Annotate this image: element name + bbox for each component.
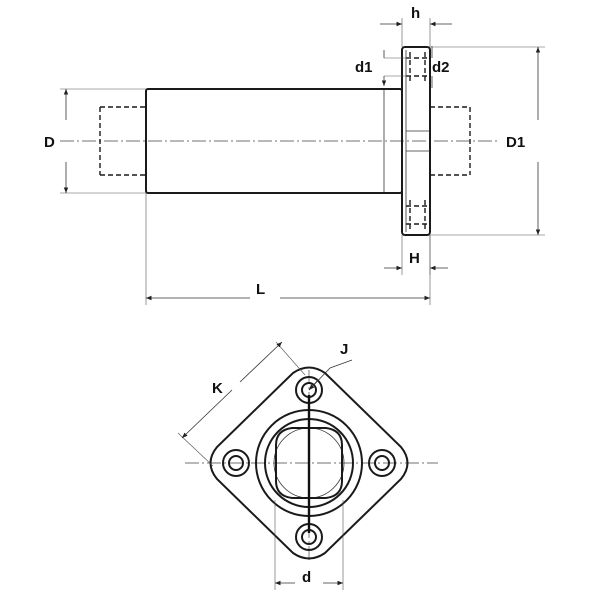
dim-H: H: [384, 235, 448, 275]
label-D1: D1: [506, 134, 525, 151]
bore-outline: [275, 427, 343, 499]
dim-J: J: [308, 341, 353, 391]
label-D: D: [44, 134, 55, 151]
dim-K: K: [177, 341, 306, 467]
label-K: K: [212, 380, 223, 397]
dim-d1: d1: [355, 50, 410, 86]
flange: [401, 46, 431, 236]
dim-D1: D1: [430, 46, 545, 236]
front-view: J K d: [177, 341, 438, 590]
dim-D: D: [44, 88, 146, 194]
shaft-right: [430, 106, 471, 176]
label-L: L: [256, 281, 265, 298]
mounting-hole-left: [222, 449, 250, 477]
dim-L: L: [145, 193, 431, 305]
label-J: J: [340, 341, 348, 358]
label-d1: d1: [355, 59, 373, 76]
label-d: d: [302, 569, 311, 586]
shaft-left: [99, 106, 146, 176]
flange-hole-bottom: [406, 200, 430, 230]
label-H: H: [409, 250, 420, 267]
flange-hole-top: [406, 52, 430, 82]
label-h: h: [411, 5, 420, 22]
mounting-hole-right: [368, 449, 396, 477]
dim-d2: d2: [431, 46, 450, 88]
label-d2: d2: [432, 59, 450, 76]
diamond-flange: [209, 366, 409, 560]
dim-d: d: [274, 500, 344, 590]
side-view: h d1 d2 D D1: [44, 5, 545, 305]
dim-h: h: [380, 5, 452, 47]
